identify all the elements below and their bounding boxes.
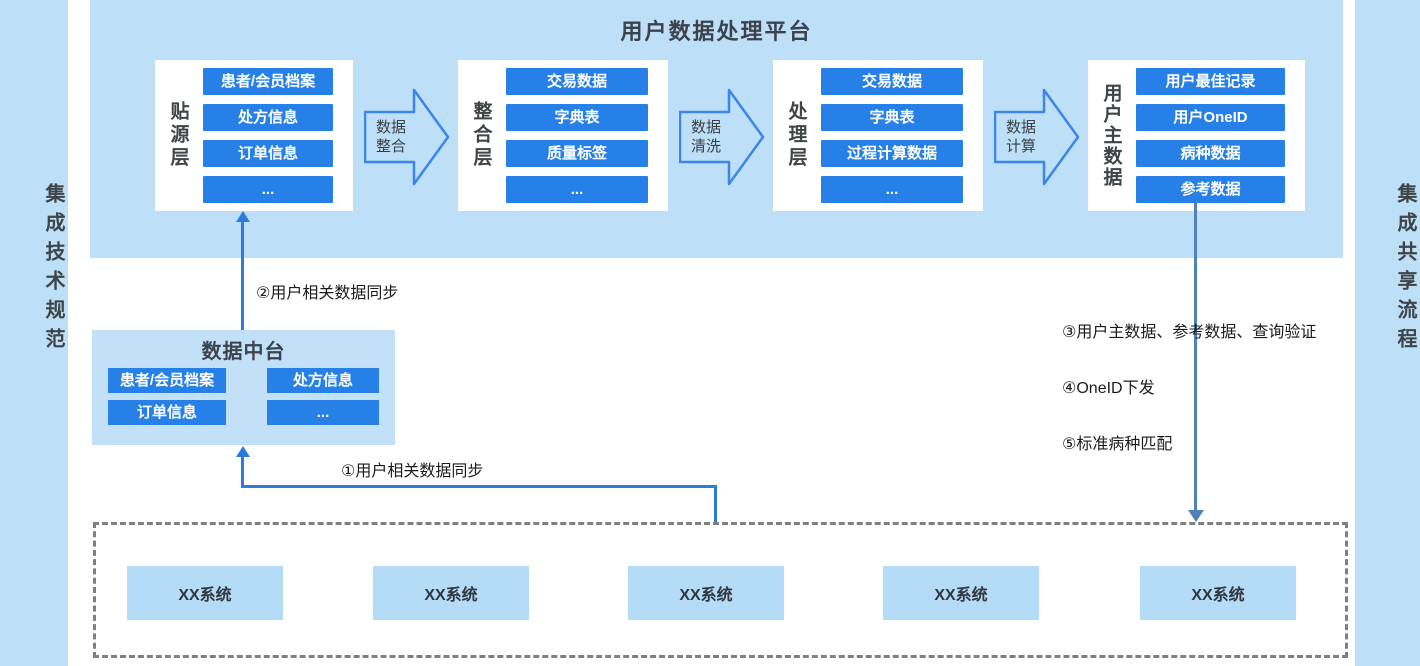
flow-arrow-right-icon: 数据清洗 [679, 84, 765, 190]
flow-arrow-right-icon: 数据计算 [994, 84, 1080, 190]
flow-arrow-label: 数据整合 [375, 119, 406, 155]
layer-item: 用户OneID [1136, 104, 1285, 131]
flow-arrow-label: 数据清洗 [690, 119, 721, 155]
layer-item: 患者/会员档案 [203, 68, 333, 95]
layer-label: 处理层 [785, 101, 807, 170]
layer-item: 交易数据 [821, 68, 963, 95]
flow-line-step1 [714, 485, 717, 523]
layer-items: 交易数据 字典表 过程计算数据 ... [819, 60, 983, 211]
hub-item: ... [267, 400, 379, 425]
flow-line-step1 [241, 485, 717, 488]
layer-item: 字典表 [821, 104, 963, 131]
left-rail-label: 集成技术规范 [42, 183, 64, 357]
layer-item: ... [506, 176, 648, 203]
layer-label: 整合层 [470, 101, 492, 170]
layer-group-processing: 处理层 交易数据 字典表 过程计算数据 ... [773, 60, 983, 211]
hub-item: 患者/会员档案 [108, 368, 226, 393]
layer-item: 质量标签 [506, 140, 648, 167]
layer-item: 过程计算数据 [821, 140, 963, 167]
layer-group-source: 贴源层 患者/会员档案 处方信息 订单信息 ... [155, 60, 353, 211]
layer-group-integration: 整合层 交易数据 字典表 质量标签 ... [458, 60, 668, 211]
layer-items: 患者/会员档案 处方信息 订单信息 ... [201, 60, 353, 211]
hub-item: 处方信息 [267, 368, 379, 393]
flow-step1-label: ①用户相关数据同步 [341, 463, 484, 480]
flow-arrow-right-icon: 数据整合 [364, 84, 450, 190]
flow-arrow-label: 数据计算 [1005, 119, 1036, 155]
layer-item: ... [203, 176, 333, 203]
system-box: XX系统 [127, 566, 283, 620]
source-systems-container: XX系统 XX系统 XX系统 XX系统 XX系统 [93, 522, 1348, 658]
system-box: XX系统 [1140, 566, 1296, 620]
layer-item: 病种数据 [1136, 140, 1285, 167]
layer-group-master-data: 用户主数据 用户最佳记录 用户OneID 病种数据 参考数据 [1088, 60, 1305, 211]
layer-label: 用户主数据 [1100, 83, 1122, 188]
left-rail: 集成技术规范 [0, 0, 68, 666]
hub-item: 订单信息 [108, 400, 226, 425]
data-hub: 数据中台 患者/会员档案 处方信息 订单信息 ... [92, 330, 395, 445]
platform-title: 用户数据处理平台 [620, 19, 813, 44]
flow-line-down [1194, 203, 1197, 513]
system-box: XX系统 [883, 566, 1039, 620]
layer-item: 字典表 [506, 104, 648, 131]
layer-items: 交易数据 字典表 质量标签 ... [504, 60, 668, 211]
layer-item: 交易数据 [506, 68, 648, 95]
flow-step3-label: ③用户主数据、参考数据、查询验证 [1062, 324, 1317, 341]
system-box: XX系统 [628, 566, 784, 620]
right-rail: 集成共享流程 [1355, 0, 1420, 666]
flow-step5-label: ⑤标准病种匹配 [1062, 436, 1173, 453]
layer-item: 参考数据 [1136, 176, 1285, 203]
arrow-down-icon [1188, 510, 1204, 522]
layer-items: 用户最佳记录 用户OneID 病种数据 参考数据 [1134, 60, 1305, 211]
data-hub-title: 数据中台 [201, 341, 286, 363]
right-rail-label: 集成共享流程 [1394, 183, 1416, 357]
flow-step4-label: ④OneID下发 [1062, 380, 1155, 397]
layer-item: 用户最佳记录 [1136, 68, 1285, 95]
arrow-up-icon [236, 446, 250, 457]
layer-item: 处方信息 [203, 104, 333, 131]
layer-label: 贴源层 [167, 101, 189, 170]
flow-line-step1 [241, 456, 244, 487]
system-box: XX系统 [373, 566, 529, 620]
flow-step2-label: ②用户相关数据同步 [256, 285, 399, 302]
arrow-up-icon [236, 211, 250, 222]
layer-item: 订单信息 [203, 140, 333, 167]
layer-item: ... [821, 176, 963, 203]
flow-line-step2 [241, 221, 244, 330]
